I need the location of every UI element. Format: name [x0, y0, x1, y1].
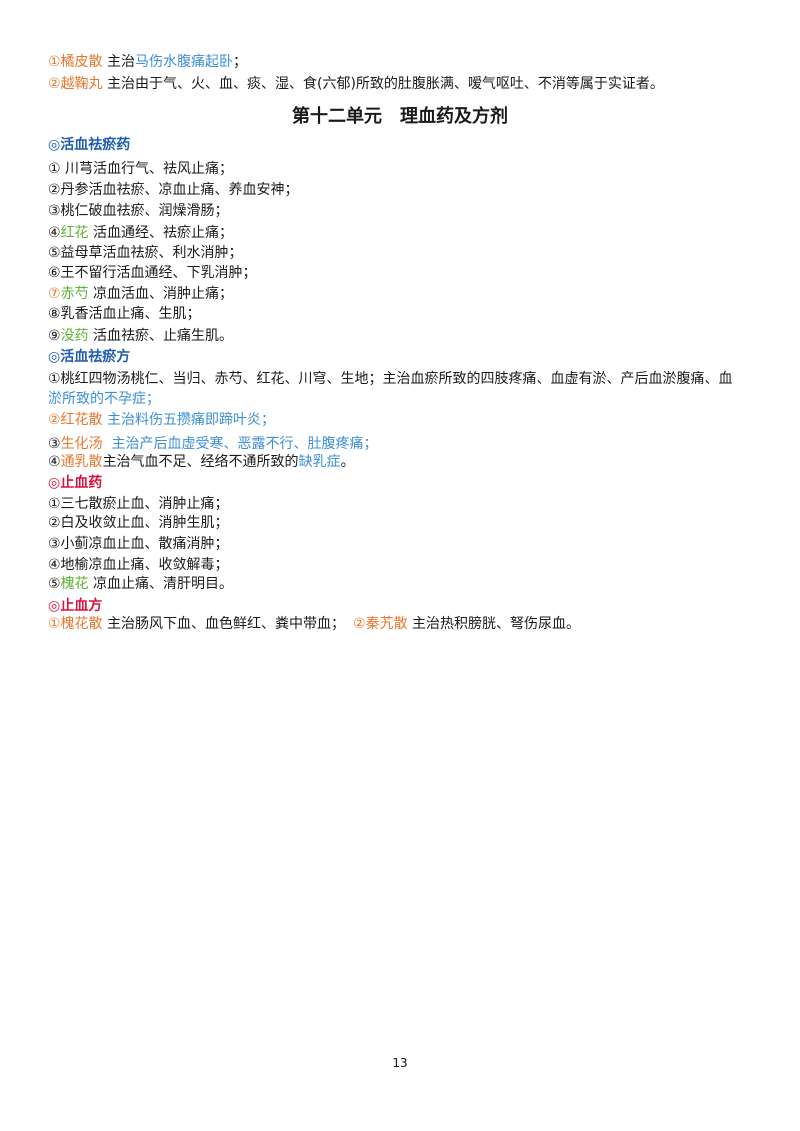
- unit-title: 第十二单元 理血药及方剂: [292, 106, 508, 127]
- item-text: 活血祛瘀、止痛生肌。: [88, 328, 234, 344]
- hemostatic-herb-item-3: ③小蓟凉血止血、散痛消肿；: [48, 534, 229, 554]
- item-lead: 主治: [102, 54, 136, 70]
- hemostatic-herb-item-4: ④地榆凉血止痛、收敛解毒；: [48, 555, 229, 575]
- item-text: 凉血活血、消肿止痛；: [88, 286, 234, 302]
- section-heading-blood-herbs: ◎活血祛瘀药: [48, 137, 131, 153]
- item-text: 主治热积膀胱、弩伤尿血。: [407, 616, 581, 632]
- herb-item-8: ⑧乳香活血止痛、生肌；: [48, 304, 201, 324]
- hemostatic-herb-item-2: ②白及收敛止血、消肿生肌；: [48, 513, 229, 533]
- prev-unit-item-2: ②越鞠丸 主治由于气、火、血、痰、湿、食(六郁)所致的肚腹胀满、嗳气呕吐、不消等…: [48, 74, 664, 94]
- prev-unit-item-1: ①橘皮散 主治马伤水腹痛起卧；: [48, 52, 247, 72]
- item-end: ；: [233, 54, 248, 70]
- herb-item-6: ⑥王不留行活血通经、下乳消肿；: [48, 263, 257, 283]
- formula-name: ②红花散: [48, 412, 103, 428]
- formula-item-1: ①桃红四物汤桃仁、当归、赤芍、红花、川穹、生地；主治血瘀所致的四肢疼痛、血虚有淤…: [48, 369, 733, 389]
- hemostatic-formula-items: ①槐花散 主治肠风下血、血色鲜红、粪中带血； ②秦艽散 主治热积膀胱、弩伤尿血。: [48, 614, 580, 634]
- item-end: 。: [340, 454, 355, 470]
- item-text: ②丹参活血祛瘀、凉血止痛、养血安神；: [48, 182, 299, 198]
- item-text: ①三七散瘀止血、消肿止痛；: [48, 496, 229, 512]
- item-text: 主治由于气、火、血、痰、湿、食(六郁)所致的肚腹胀满、嗳气呕吐、不消等属于实证者…: [102, 76, 664, 92]
- item-text: ⑤益母草活血祛瘀、利水消肿；: [48, 245, 243, 261]
- item-text: 主治肠风下血、血色鲜红、粪中带血；: [102, 616, 346, 632]
- formula-item-2: ②红花散 主治料伤五攒痛即蹄叶炎；: [48, 410, 275, 430]
- formula-name: 通乳散: [60, 454, 103, 470]
- item-text: ⑧乳香活血止痛、生肌；: [48, 306, 201, 322]
- formula-name: ①槐花散: [48, 616, 103, 632]
- formula-name: ②秦艽散: [353, 616, 408, 632]
- herb-item-9: ⑨没药 活血祛瘀、止痛生肌。: [48, 326, 233, 346]
- section-heading-hemostatic-formulas: ◎止血方: [48, 598, 103, 614]
- hemostatic-herb-item-1: ①三七散瘀止血、消肿止痛；: [48, 494, 229, 514]
- item-number: ⑤: [48, 576, 61, 592]
- item-number: ③: [48, 436, 61, 452]
- herb-item-5: ⑤益母草活血祛瘀、利水消肿；: [48, 243, 243, 263]
- item-text: ③桃仁破血祛瘀、润燥滑肠；: [48, 203, 229, 219]
- item-number: ⑦: [48, 286, 61, 302]
- formula-item-3: ③生化汤 主治产后血虚受寒、恶露不行、肚腹疼痛；: [48, 434, 377, 454]
- item-text: 活血通经、祛瘀止痛；: [88, 225, 234, 241]
- indication: 淤所致的不孕症；: [48, 391, 160, 407]
- formula-name: 生化汤: [60, 436, 103, 452]
- item-text: ① 川芎活血行气、祛风止痛；: [48, 161, 234, 177]
- item-number: ④: [48, 454, 61, 470]
- item-text: ②白及收敛止血、消肿生肌；: [48, 515, 229, 531]
- indication: 主治料伤五攒痛即蹄叶炎；: [102, 412, 276, 428]
- item-text: 主治气血不足、经络不通所致的: [102, 454, 299, 470]
- herb-item-2: ②丹参活血祛瘀、凉血止痛、养血安神；: [48, 180, 299, 200]
- item-number: ⑨: [48, 328, 61, 344]
- formula-item-4: ④通乳散主治气血不足、经络不通所致的缺乳症。: [48, 452, 355, 472]
- herb-name: 红花: [60, 225, 89, 241]
- formula-item-1-continuation: 淤所致的不孕症；: [48, 389, 160, 409]
- herb-name: 赤芍: [60, 286, 89, 302]
- indication: 缺乳症: [298, 454, 341, 470]
- indication: 马伤水腹痛起卧: [135, 54, 234, 70]
- page-number: 13: [392, 1056, 408, 1070]
- formula-name: ①橘皮散: [48, 54, 103, 70]
- item-text: ①桃红四物汤桃仁、当归、赤芍、红花、川穹、生地；主治血瘀所致的四肢疼痛、血虚有淤…: [48, 371, 733, 387]
- herb-item-1: ① 川芎活血行气、祛风止痛；: [48, 159, 233, 179]
- item-text: ⑥王不留行活血通经、下乳消肿；: [48, 265, 257, 281]
- herb-name: 槐花: [60, 576, 89, 592]
- indication: 主治产后血虚受寒、恶露不行、肚腹疼痛；: [102, 436, 378, 452]
- herb-item-7: ⑦赤芍 凉血活血、消肿止痛；: [48, 284, 233, 304]
- herb-item-3: ③桃仁破血祛瘀、润燥滑肠；: [48, 201, 229, 221]
- hemostatic-herb-item-5: ⑤槐花 凉血止痛、清肝明目。: [48, 574, 233, 594]
- section-heading-blood-formulas: ◎活血祛瘀方: [48, 349, 131, 365]
- item-text: ④地榆凉血止痛、收敛解毒；: [48, 557, 229, 573]
- item-text: ③小蓟凉血止血、散痛消肿；: [48, 536, 229, 552]
- item-text: 凉血止痛、清肝明目。: [88, 576, 234, 592]
- section-heading-hemostatic-herbs: ◎止血药: [48, 475, 103, 491]
- formula-name: ②越鞠丸: [48, 76, 103, 92]
- item-number: ④: [48, 225, 61, 241]
- herb-item-4: ④红花 活血通经、祛瘀止痛；: [48, 223, 233, 243]
- herb-name: 没药: [60, 328, 89, 344]
